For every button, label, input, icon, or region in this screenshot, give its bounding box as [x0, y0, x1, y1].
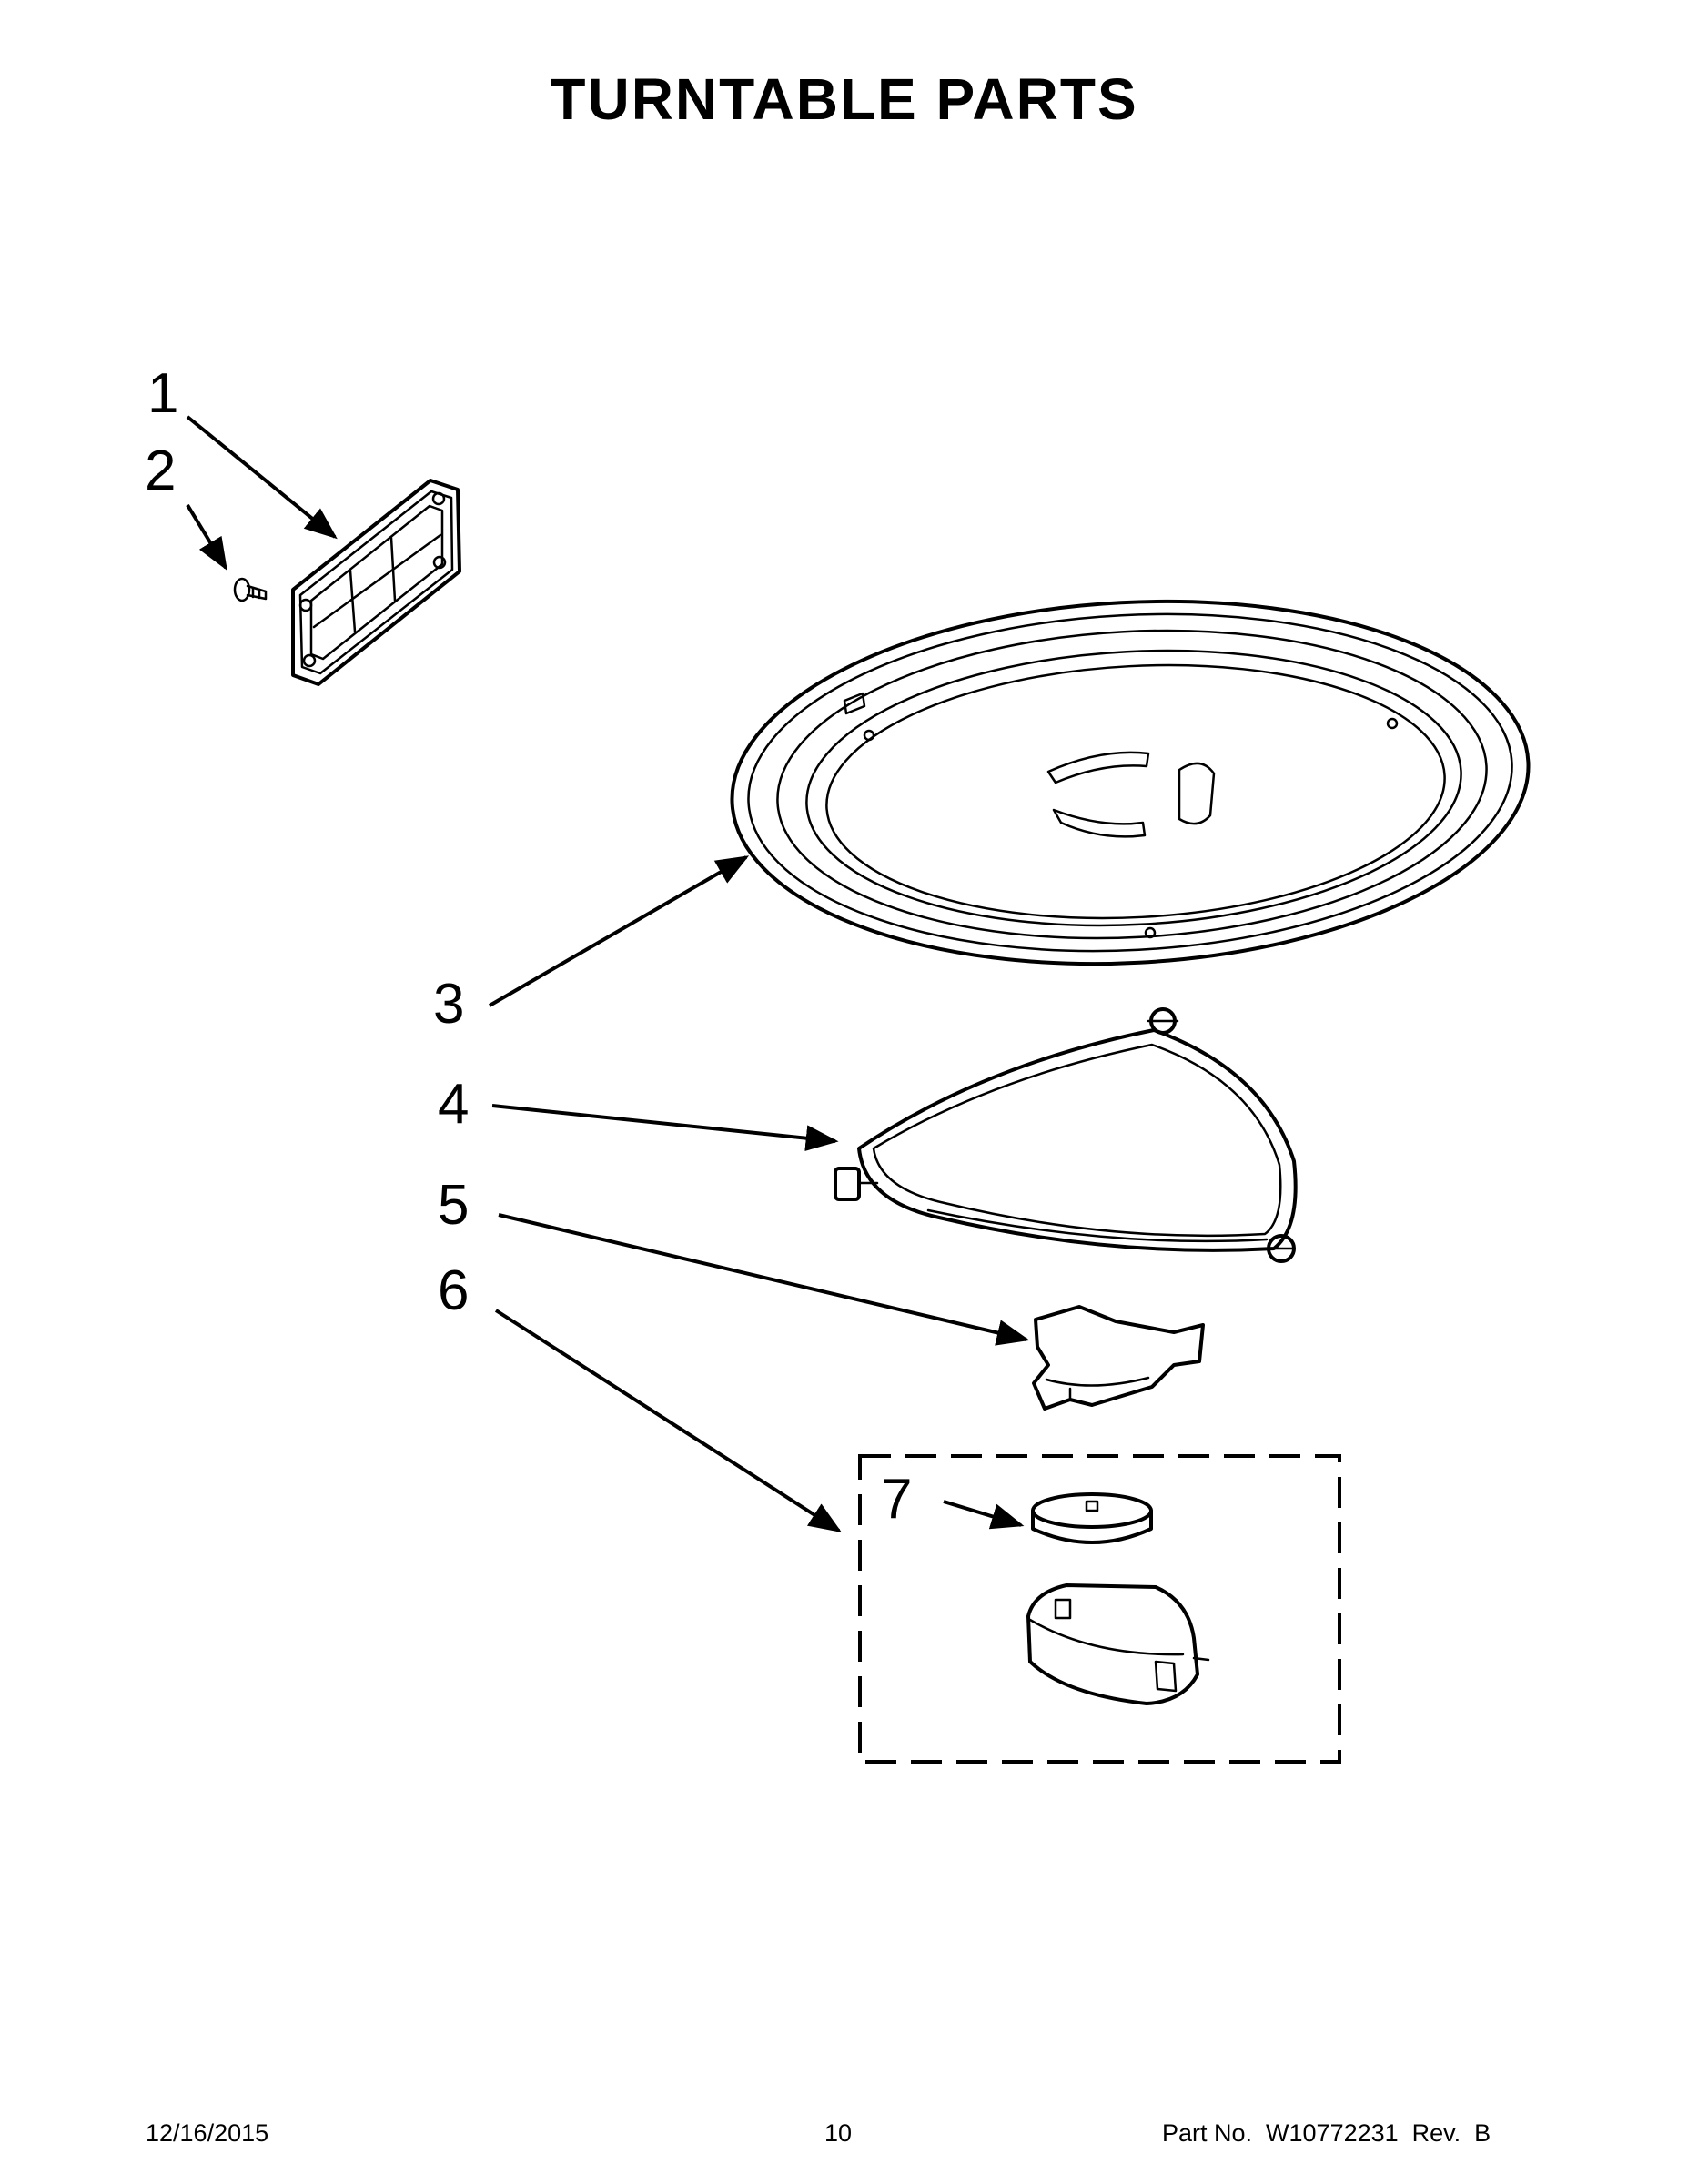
- callout-3: 3: [433, 973, 465, 1036]
- roller-wheel-left: [834, 1167, 879, 1201]
- roller-wheel-right: [1267, 1234, 1296, 1263]
- part-1-grille-cover: [291, 479, 461, 686]
- callout-5: 5: [438, 1174, 470, 1237]
- leader-4: [491, 1104, 839, 1151]
- part-3-turntable-tray: [730, 599, 1531, 966]
- part-4-roller-ring: [834, 1007, 1298, 1263]
- leader-2: [186, 503, 227, 571]
- leader-5: [498, 1213, 1030, 1346]
- turntable-motor: [1026, 1583, 1210, 1705]
- leader-lines: [186, 415, 1030, 1532]
- callout-2: 2: [145, 440, 177, 502]
- leader-6: [494, 1309, 843, 1532]
- leader-3: [488, 855, 750, 1007]
- part-7-motor-kit: [858, 1454, 1341, 1764]
- page-title: TURNTABLE PARTS: [550, 66, 1138, 132]
- callout-7: 7: [881, 1468, 913, 1531]
- callout-4: 4: [438, 1073, 470, 1136]
- roller-wheel-top: [1147, 1007, 1179, 1035]
- callout-1: 1: [147, 362, 179, 425]
- footer-part-number: Part No. W10772231 Rev. B: [1162, 2119, 1491, 2147]
- leader-1: [186, 415, 338, 540]
- footer-date: 12/16/2015: [146, 2119, 269, 2147]
- motor-drive-disc: [1031, 1492, 1153, 1544]
- footer-page-number: 10: [824, 2119, 853, 2147]
- leader-7: [943, 1500, 1025, 1530]
- callout-6: 6: [438, 1259, 470, 1322]
- part-5-coupler: [1032, 1305, 1205, 1410]
- part-2-screw: [233, 577, 268, 602]
